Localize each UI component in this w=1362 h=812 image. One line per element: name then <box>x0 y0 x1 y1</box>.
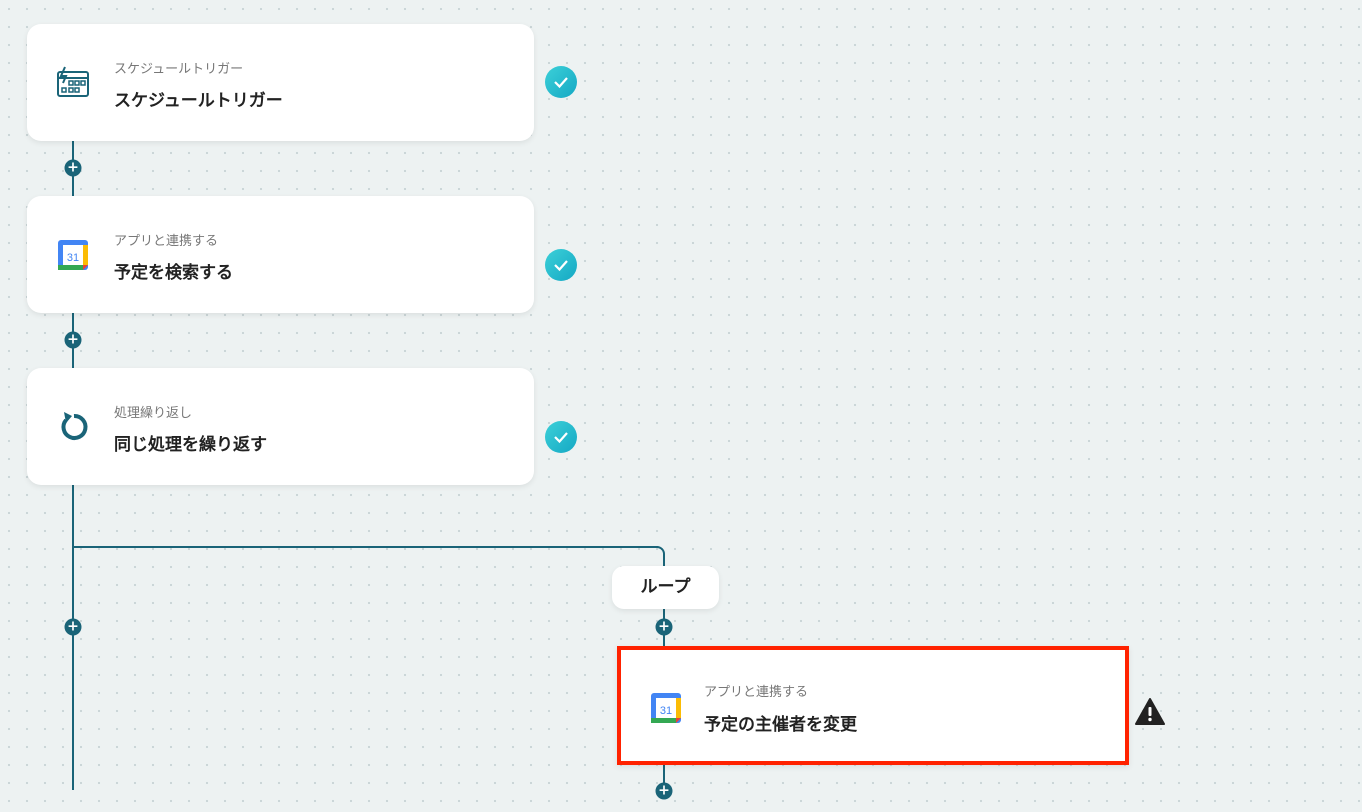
step-title: 同じ処理を繰り返す <box>114 435 267 455</box>
step-card-schedule-trigger[interactable]: スケジュールトリガー スケジュールトリガー <box>27 24 534 141</box>
step-title: 予定を検索する <box>114 263 233 283</box>
add-step-button[interactable]: + <box>64 159 82 177</box>
connector <box>663 765 665 795</box>
check-icon <box>545 421 577 453</box>
add-step-button[interactable]: + <box>64 331 82 349</box>
step-title: スケジュールトリガー <box>114 91 283 111</box>
check-icon <box>545 249 577 281</box>
connector <box>663 556 665 566</box>
step-subtitle: アプリと連携する <box>114 234 219 249</box>
step-card-loop[interactable]: 処理繰り返し 同じ処理を繰り返す <box>27 368 534 485</box>
loop-label: ループ <box>612 566 719 609</box>
connector <box>72 485 74 790</box>
connector-corner <box>653 546 665 558</box>
svg-text:31: 31 <box>660 705 672 717</box>
add-step-button[interactable]: + <box>655 782 673 800</box>
step-title: 予定の主催者を変更 <box>704 715 857 735</box>
loop-icon <box>61 412 88 440</box>
step-subtitle: スケジュールトリガー <box>114 62 244 77</box>
step-subtitle: 処理繰り返し <box>114 406 193 421</box>
add-step-button[interactable]: + <box>655 618 673 636</box>
step-card-search-events[interactable]: 31 アプリと連携する 予定を検索する <box>27 196 534 313</box>
connector <box>73 546 658 548</box>
step-subtitle: アプリと連携する <box>704 685 809 700</box>
svg-text:31: 31 <box>67 252 79 264</box>
google-calendar-icon: 31 <box>651 693 681 723</box>
check-icon <box>545 66 577 98</box>
step-card-change-organizer[interactable]: 31 アプリと連携する 予定の主催者を変更 <box>617 646 1129 765</box>
google-calendar-icon: 31 <box>58 240 88 270</box>
add-step-button[interactable]: + <box>64 618 82 636</box>
warning-icon <box>1135 698 1165 725</box>
schedule-trigger-icon <box>57 66 89 97</box>
